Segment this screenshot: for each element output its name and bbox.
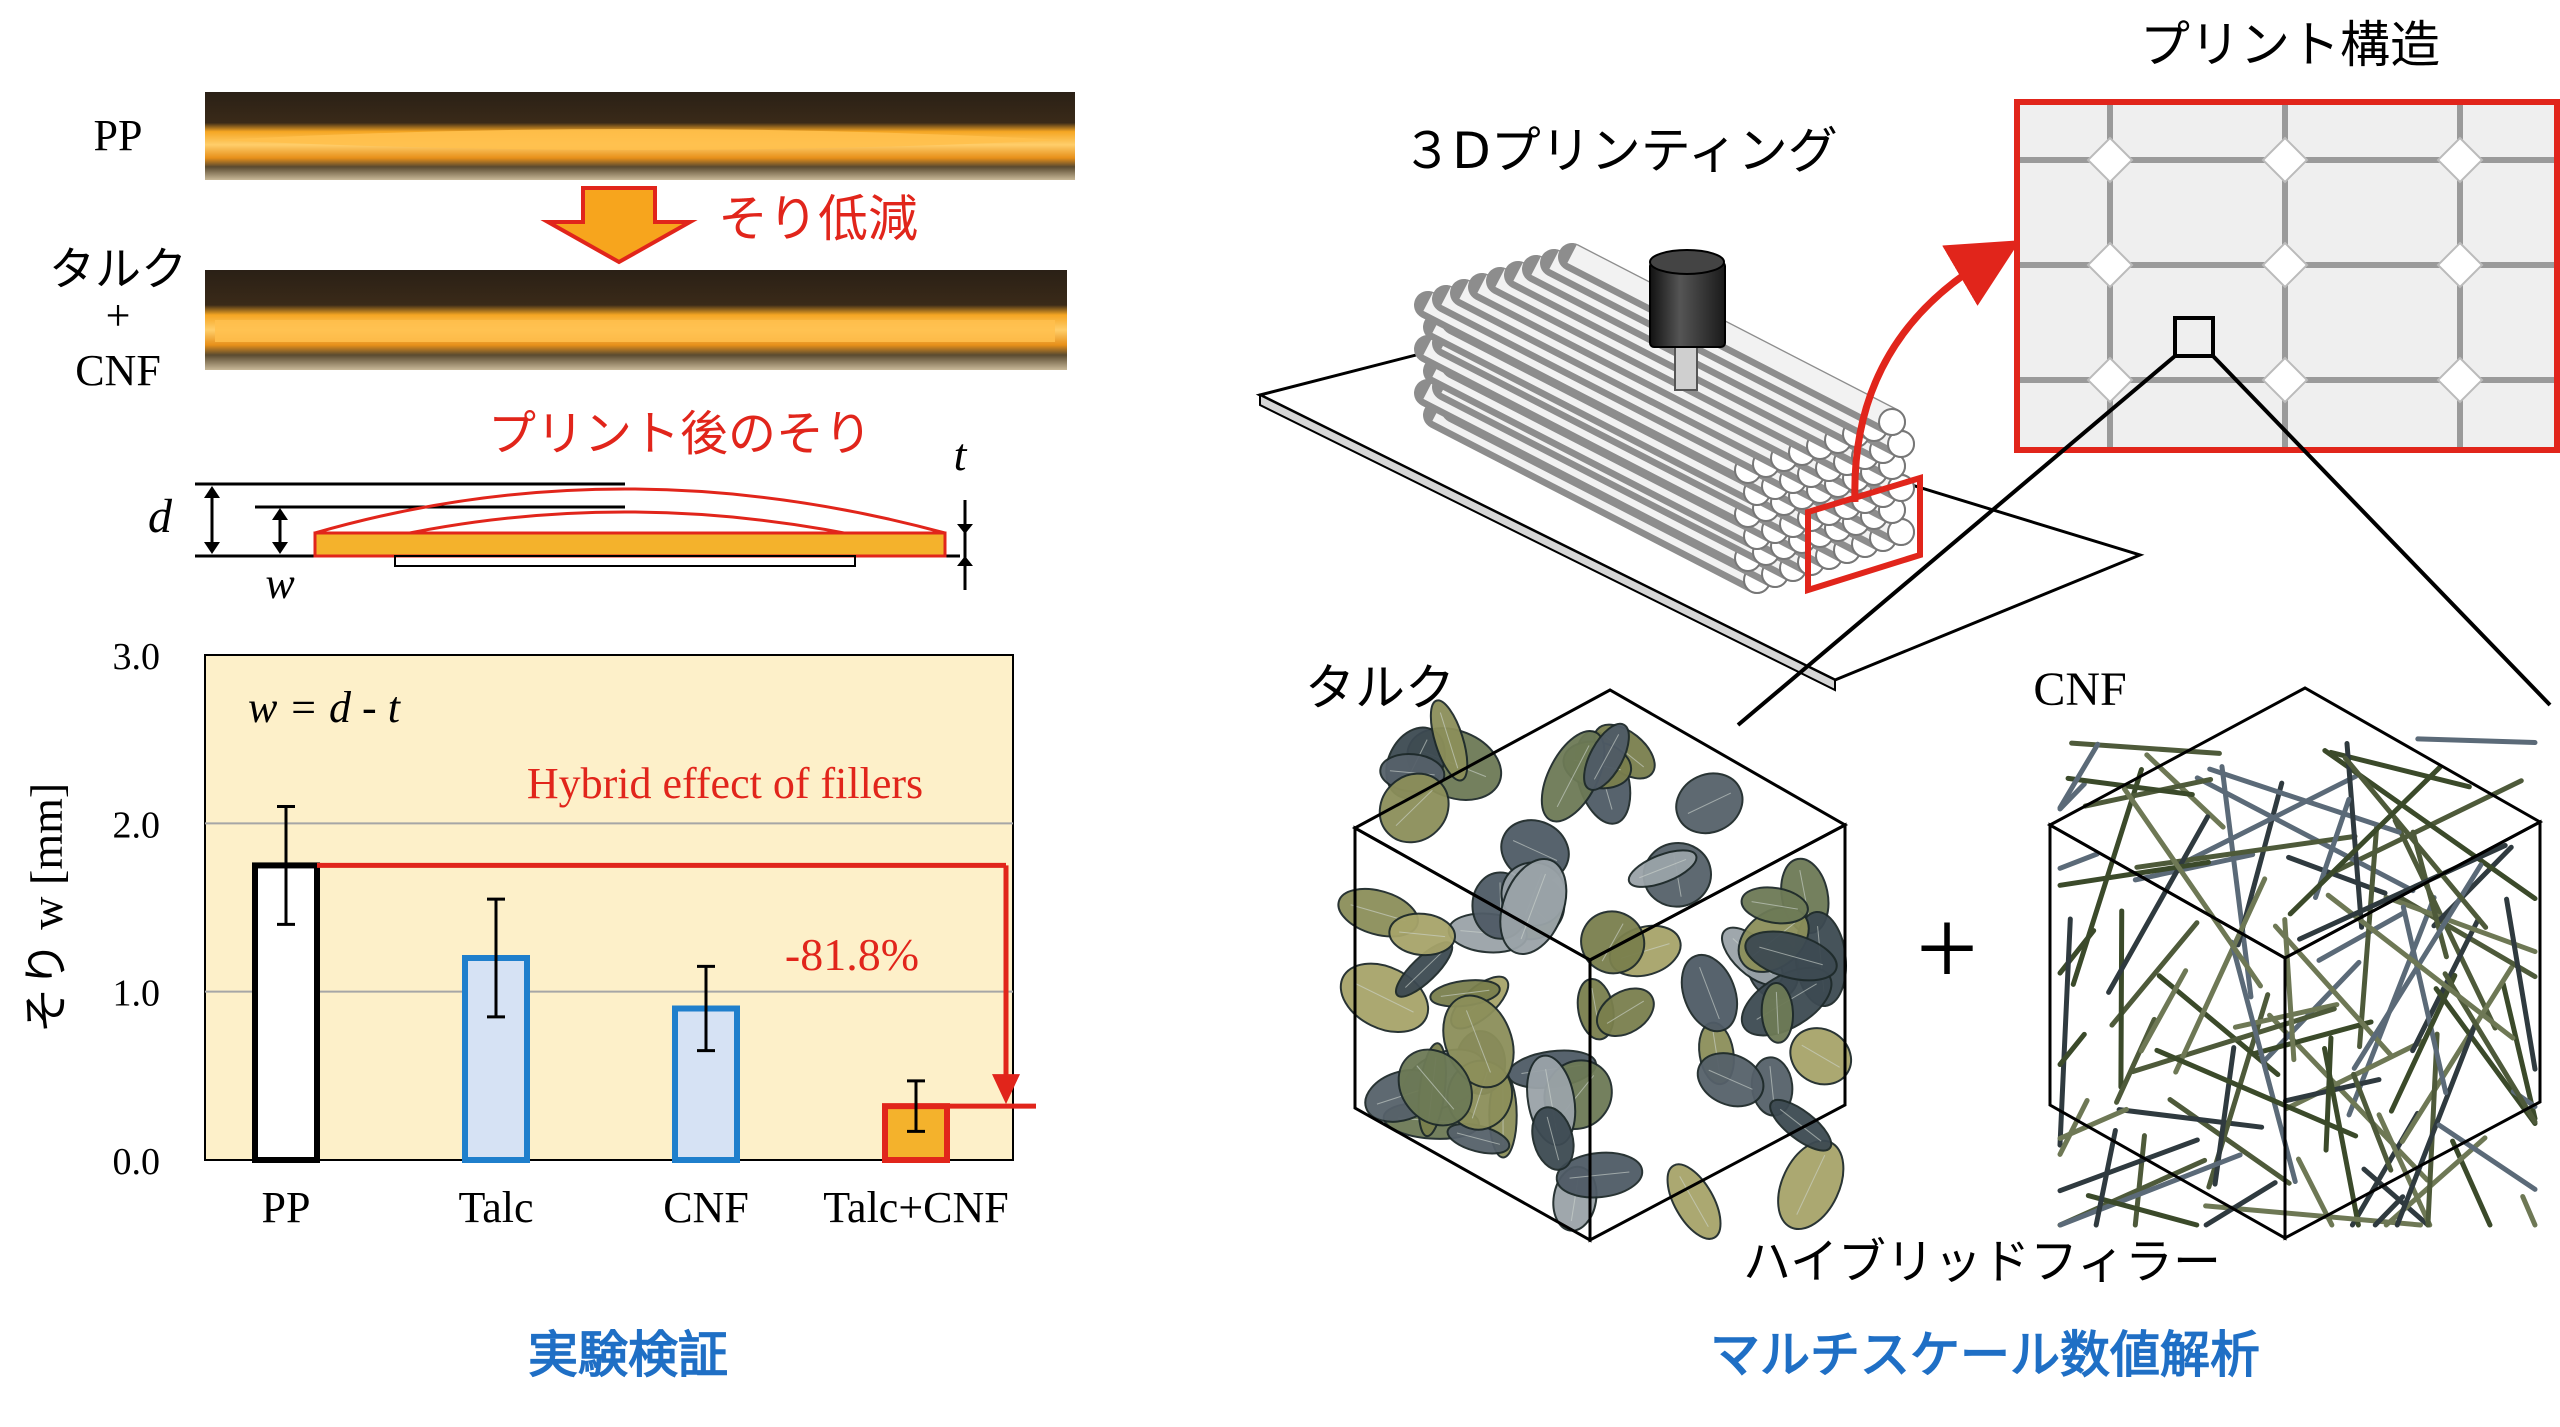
zoom-line-right	[2211, 354, 2552, 707]
chart-plot-area	[204, 654, 1014, 1161]
reduction-arrowhead	[992, 1074, 1020, 1105]
symbol-d: d	[148, 490, 173, 543]
error-bar	[277, 805, 295, 926]
talc-rve-cube	[1337, 688, 1853, 1243]
symbol-t: t	[954, 429, 968, 480]
chart-y-ticks: 0.0 1.0 2.0 3.0	[113, 636, 161, 1183]
y-tick-label: 0.0	[113, 1141, 161, 1183]
cnf-rve-cube	[2046, 686, 2544, 1241]
error-bar	[907, 1079, 925, 1133]
sample-region-highlight	[1805, 473, 1923, 595]
print-structure-grid	[2014, 99, 2560, 453]
left-panel: PP そり低減 タルク + CNF プリント後のそり	[21, 92, 1075, 1384]
warp-reduction-note: そり低減	[718, 190, 918, 248]
plus-sign: +	[1916, 887, 1978, 1009]
sample-label-talc: タルク	[49, 242, 187, 296]
x-tick-label: Talc+CNF	[823, 1183, 1009, 1232]
zoom-line-left	[1736, 354, 2177, 727]
warp-schematic-title: プリント後のそり	[488, 406, 872, 462]
chart-formula: w = d - t	[248, 683, 402, 732]
sample-label-pp: PP	[94, 111, 143, 160]
pp-sample-photo	[205, 92, 1075, 180]
chart-y-label: そり w [mm]	[21, 783, 72, 1033]
print-nozzle-icon	[1649, 249, 1726, 391]
x-tick-label: Talc	[458, 1183, 533, 1232]
right-panel: ３Dプリンティング プリント構造 タルク CNF	[1255, 16, 2560, 1384]
chart-bars	[252, 805, 950, 1164]
error-bar	[487, 897, 505, 1019]
warp-schematic	[195, 482, 973, 590]
x-tick-label: CNF	[663, 1183, 749, 1232]
printed-rod-stack	[1414, 243, 1915, 594]
hybrid-sample-photo	[205, 270, 1067, 370]
chart-reduction-label: -81.8%	[785, 929, 919, 980]
cnf-label: CNF	[2033, 663, 2126, 716]
sample-label-plus: +	[106, 291, 131, 340]
y-tick-label: 1.0	[113, 973, 161, 1015]
reduction-arrow	[540, 186, 698, 265]
hybrid-filler-label: ハイブリッドフィラー	[1743, 1234, 2221, 1290]
y-tick-label: 3.0	[113, 636, 161, 678]
sample-label-cnf: CNF	[75, 346, 161, 395]
rve-marker	[2173, 316, 2215, 358]
talc-label: タルク	[1305, 659, 1455, 717]
chart-grid	[205, 822, 1013, 993]
right-caption: マルチスケール数値解析	[1710, 1326, 2260, 1384]
warp-bar-chart: 0.0 1.0 2.0 3.0 PP Talc CNF Talc+CNF w = d - t…	[21, 636, 1036, 1232]
symbol-w: w	[265, 559, 295, 608]
structure-title: プリント構造	[2140, 16, 2440, 74]
chart-annotations	[317, 862, 1036, 1109]
zoom-arrow	[1851, 240, 2021, 503]
printing-title: ３Dプリンティング	[1402, 122, 1838, 180]
left-caption: 実験検証	[528, 1326, 728, 1384]
y-tick-label: 2.0	[113, 804, 161, 846]
bar-talc-cnf	[882, 1103, 950, 1163]
x-tick-label: PP	[262, 1183, 311, 1232]
error-bar	[697, 964, 715, 1053]
chart-annotation: Hybrid effect of fillers	[527, 759, 923, 808]
chart-x-ticks: PP Talc CNF Talc+CNF	[262, 1183, 1009, 1232]
